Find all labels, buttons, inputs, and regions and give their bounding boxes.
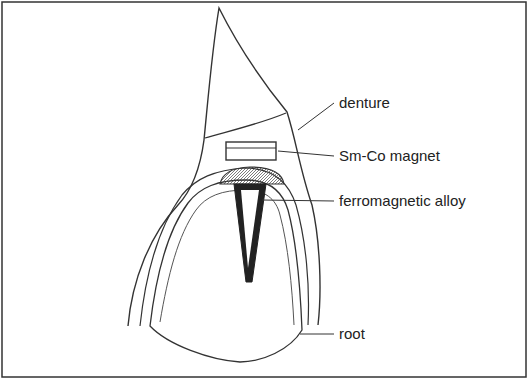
post-highlight (241, 190, 259, 268)
leader-line (278, 151, 334, 156)
leader-line (298, 103, 334, 130)
root-inner (160, 190, 294, 325)
root-outline (150, 180, 302, 362)
magnet-line (226, 148, 276, 149)
part-label: root (338, 326, 366, 341)
keeper-post (234, 184, 266, 282)
denture-outline (128, 8, 320, 326)
part-label: Sm-Co magnet (338, 148, 441, 163)
sm-co-magnet (226, 142, 276, 160)
part-label: ferromagnetic alloy (338, 193, 467, 208)
crown-base (205, 113, 286, 138)
leader-line (300, 334, 334, 335)
leader-line (262, 200, 334, 201)
keeper-cap (220, 167, 284, 184)
denture-inner (140, 168, 309, 326)
frame (2, 2, 526, 377)
part-label: denture (338, 95, 391, 110)
